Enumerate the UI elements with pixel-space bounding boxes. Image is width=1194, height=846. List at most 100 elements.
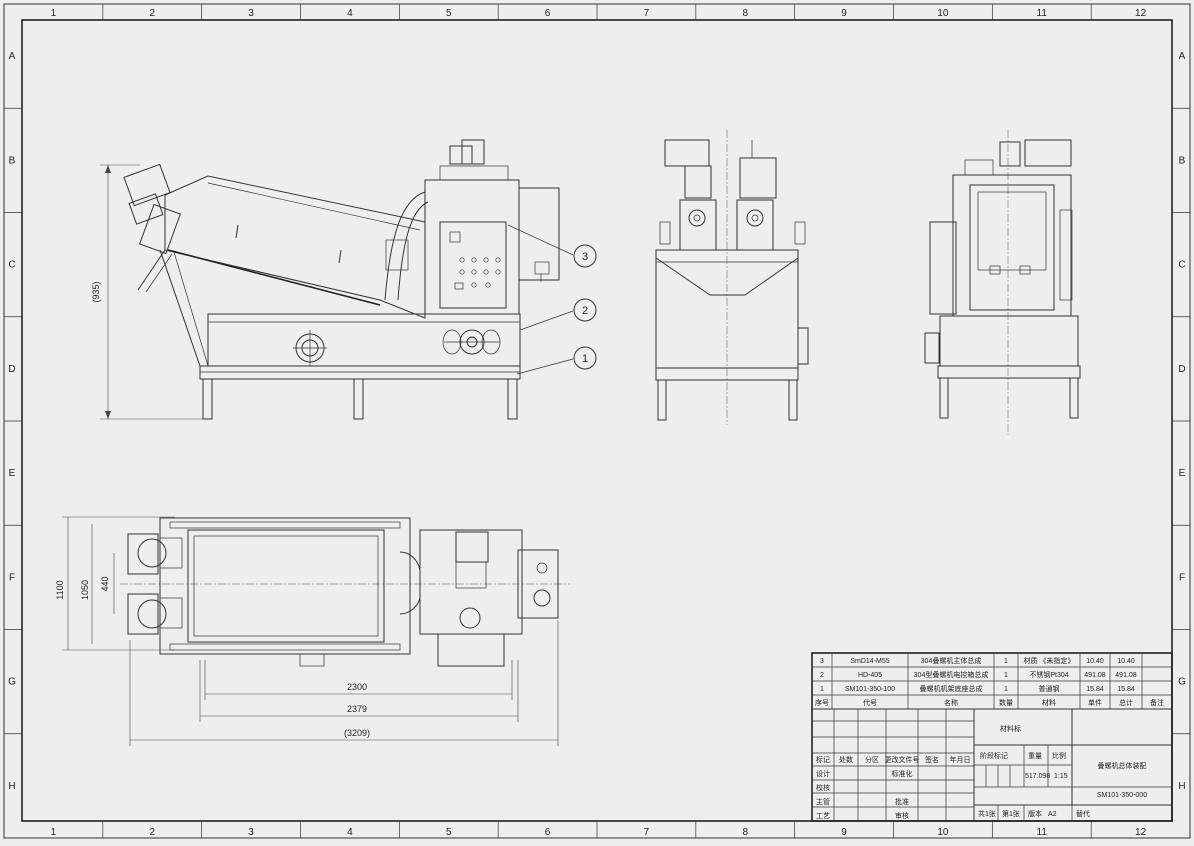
svg-text:3: 3 [582, 251, 588, 263]
side-view: (935) [91, 139, 574, 420]
zone-col-bottom: 11 [1037, 827, 1048, 838]
zone-row-right: H [1178, 781, 1185, 792]
callout-1: 1 [573, 346, 597, 370]
zone-col-bottom: 7 [644, 827, 650, 838]
drawing-name: 叠螺机总体装配 [1098, 761, 1147, 770]
revision-header-cell: 签名 [925, 755, 939, 764]
drawing-code: SM101-350-000 [1097, 792, 1147, 799]
zone-col-bottom: 3 [248, 827, 254, 838]
role-label: 设计 [816, 769, 830, 778]
zone-row-left: H [8, 781, 15, 792]
zone-col-bottom: 8 [742, 827, 748, 838]
callout-3: 3 [573, 244, 597, 268]
zone-col-top: 7 [644, 8, 650, 19]
zone-col-top: 5 [446, 8, 452, 19]
scale-label: 比例 [1052, 751, 1066, 760]
bom-header-cell: 名称 [944, 698, 958, 707]
zone-row-right: A [1179, 51, 1186, 62]
revision-header-cell: 分区 [865, 755, 879, 764]
zone-col-top: 1 [51, 8, 57, 19]
sheets-total: 共1张 [978, 809, 996, 818]
bom-cell-qty: 1 [1004, 686, 1008, 693]
zone-ticks [4, 4, 1190, 838]
bom-header-cell: 序号 [815, 698, 829, 707]
dim-width-mid: 1050 [80, 580, 90, 600]
bom-cell-code: HD-405 [858, 672, 882, 679]
bom-cell-name: 304叠螺机主体总成 [921, 656, 982, 665]
bom-cell-name: 304型叠螺机电控箱总成 [914, 670, 989, 679]
role-label-2: 标准化 [892, 769, 913, 778]
bom-header-cell: 材料 [1042, 698, 1056, 707]
bom-cell-code: SM101-350-100 [845, 686, 895, 693]
role-label: 主管 [816, 797, 830, 806]
bom-cell-material: 普通钢 [1039, 684, 1060, 693]
role-label: 工艺 [816, 812, 830, 820]
zone-col-bottom: 9 [841, 827, 847, 838]
format-label: 版本 [1028, 809, 1042, 818]
bom-cell-total_wt: 10.40 [1117, 658, 1135, 665]
weight-value: 517.098 [1025, 773, 1050, 780]
revision-header-cell: 标记 [816, 755, 830, 764]
zone-col-bottom: 10 [937, 827, 949, 838]
zone-row-left: A [9, 51, 16, 62]
zone-row-right: B [1179, 155, 1186, 166]
zone-col-bottom: 5 [446, 827, 452, 838]
zone-row-right: C [1178, 260, 1185, 271]
bom-cell-qty: 1 [1004, 658, 1008, 665]
svg-text:2: 2 [582, 305, 588, 317]
zone-col-top: 8 [742, 8, 748, 19]
zone-col-bottom: 12 [1135, 827, 1147, 838]
zone-col-top: 9 [841, 8, 847, 19]
bom-cell-no: 3 [820, 658, 824, 665]
zone-col-top: 12 [1135, 8, 1147, 19]
zone-row-left: G [8, 677, 16, 688]
bom-header-cell: 单件 [1088, 698, 1102, 707]
dim-len-2300: 2300 [347, 682, 367, 692]
revision-header-cell: 更改文件号 [885, 755, 920, 764]
role-label-2: 审核 [895, 811, 909, 820]
zone-row-right: G [1178, 677, 1186, 688]
zone-row-left: D [8, 364, 15, 375]
dim-width-outer: 1100 [55, 580, 65, 599]
material-mark: 材料标 [1000, 724, 1021, 733]
dim-len-2379: 2379 [347, 704, 367, 714]
zone-col-top: 2 [149, 8, 155, 19]
zone-row-left: B [9, 155, 16, 166]
bom-cell-material: 不锈钢Pt304 [1029, 670, 1068, 679]
dim-width-inner: 440 [100, 576, 110, 591]
zone-row-right: E [1179, 468, 1186, 479]
dim-len-total: (3209) [344, 728, 370, 738]
bom-cell-code: SmD14-M55 [850, 658, 889, 665]
zone-col-top: 6 [545, 8, 551, 19]
bom-cell-unit_wt: 10.40 [1086, 658, 1104, 665]
bom-header-cell: 备注 [1150, 698, 1164, 707]
format-value: A2 [1048, 811, 1057, 818]
zone-col-bottom: 6 [545, 827, 551, 838]
zone-col-bottom: 2 [149, 827, 155, 838]
svg-text:1: 1 [582, 353, 588, 365]
top-view: 1100 1050 440 2300 2379 (3209) [55, 516, 570, 746]
zone-col-bottom: 4 [347, 827, 353, 838]
end-view [924, 130, 1081, 435]
replaces-label: 替代 [1076, 809, 1090, 818]
zone-row-right: D [1178, 364, 1185, 375]
revision-header-cell: 年月日 [950, 755, 971, 764]
bom-cell-unit_wt: 491.08 [1084, 672, 1106, 679]
scale-value: 1:15 [1054, 773, 1068, 780]
bom-header-cell: 总计 [1119, 698, 1133, 707]
zone-col-top: 3 [248, 8, 254, 19]
role-label-2: 批准 [895, 797, 909, 806]
zone-col-top: 10 [937, 8, 949, 19]
bom-header-cell: 代号 [863, 698, 877, 707]
bom-header-cell: 数量 [999, 698, 1013, 707]
bom-cell-qty: 1 [1004, 672, 1008, 679]
bom-cell-unit_wt: 15.84 [1086, 686, 1104, 693]
zone-row-left: C [8, 260, 15, 271]
bom-cell-no: 2 [820, 672, 824, 679]
zone-row-left: F [9, 572, 15, 583]
revision-header-cell: 处数 [839, 755, 853, 764]
bom-cell-name: 叠螺机机架底座总成 [920, 684, 983, 693]
